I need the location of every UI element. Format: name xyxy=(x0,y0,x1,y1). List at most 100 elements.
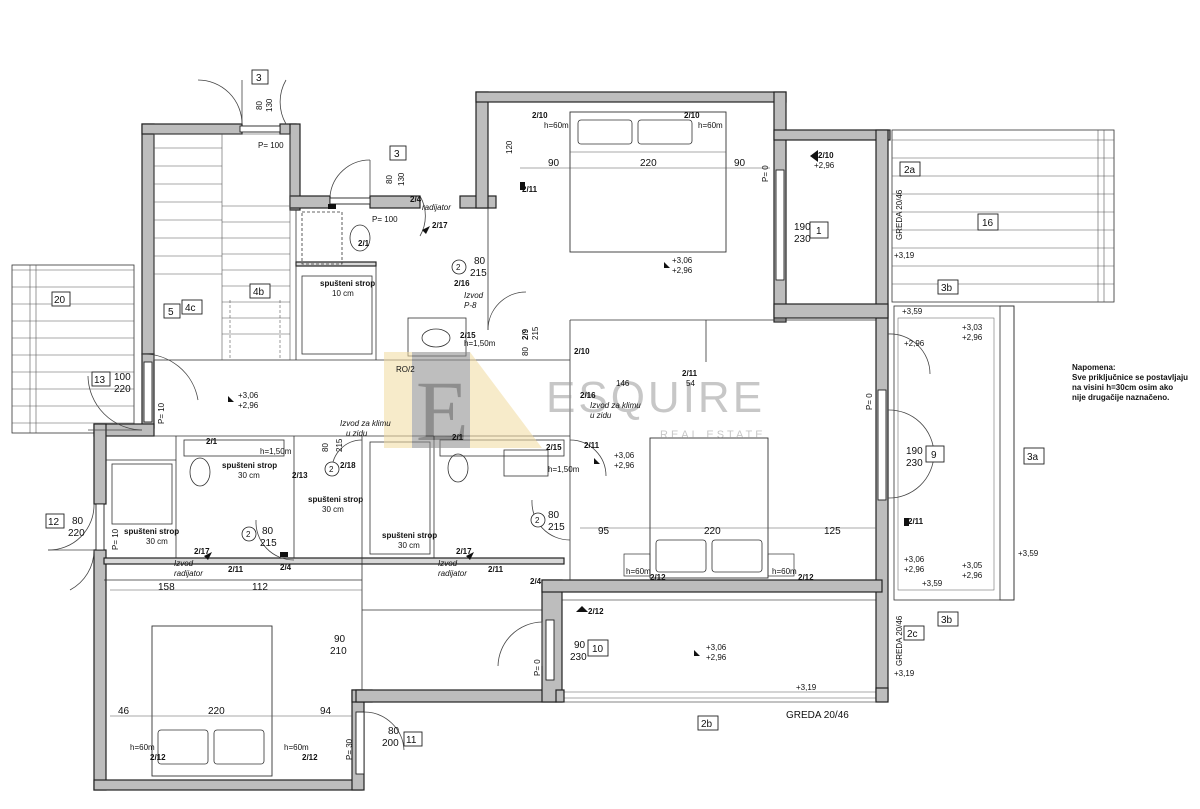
win3b-h: 130 xyxy=(397,172,406,186)
code-212a: 2/12 xyxy=(650,573,666,582)
dim-210: 210 xyxy=(330,646,347,657)
label-ro2: RO/2 xyxy=(396,365,415,374)
code-215a: 2/15 xyxy=(460,331,476,340)
plan-labels: P= 100 P= 100 P= 10 P= 10 P= 30 P= 0 P= … xyxy=(111,121,904,760)
win3a-h: 130 xyxy=(265,98,274,112)
room-tag-4c: 4c xyxy=(185,303,196,314)
dim-125: 125 xyxy=(824,526,841,537)
code-211d: 2/11 xyxy=(908,517,924,526)
room-tag-1: 1 xyxy=(816,226,822,237)
label-p10a: P= 10 xyxy=(157,402,166,424)
label-p0a: P= 0 xyxy=(533,659,542,676)
elev-3a-f: +3,59 xyxy=(922,579,943,588)
label-spust2: spušteni strop xyxy=(222,461,277,470)
terrace-left xyxy=(11,264,135,434)
elevation-marks: +3,06 +2,96 +3,06 +2,96 +3,06 +2,96 +3,0… xyxy=(238,161,1039,692)
elev-3a-d: +2,96 xyxy=(962,571,983,580)
label-spust3: spušteni strop xyxy=(308,495,363,504)
room-tag-11: 11 xyxy=(406,735,417,746)
label-spust1: spušteni strop xyxy=(320,279,375,288)
label-izvod4b: radijator xyxy=(174,569,203,578)
code-21a: 2/1 xyxy=(358,239,370,248)
room-tag-4b: 4b xyxy=(253,287,265,298)
label-izvod1: Izvod xyxy=(464,291,484,300)
code-217a: 2/17 xyxy=(432,221,448,230)
code-210c: 2/10 xyxy=(818,151,834,160)
door-tag-b: 2 xyxy=(329,465,334,474)
dim-120: 120 xyxy=(505,140,514,154)
label-izvod5b: radijator xyxy=(438,569,467,578)
dim-220c: 220 xyxy=(208,706,225,717)
room-tag-9: 9 xyxy=(931,450,937,461)
elev-bed3-1: +3,06 xyxy=(706,643,727,652)
elev-3a-e: +3,59 xyxy=(1018,549,1039,558)
label-p100a: P= 100 xyxy=(258,141,284,150)
label-p100b: P= 100 xyxy=(372,215,398,224)
note-line-3: nije drugačije naznačeno. xyxy=(1072,393,1169,402)
label-p0c: P= 0 xyxy=(865,393,874,410)
win1-w: 190 xyxy=(794,222,811,233)
room-tag-16: 16 xyxy=(982,218,994,229)
code-211a: 2/11 xyxy=(522,185,538,194)
bed-middle xyxy=(623,437,795,579)
code-210d: 2/10 xyxy=(574,347,590,356)
elev-2b: +3,19 xyxy=(796,683,817,692)
room-tag-20: 20 xyxy=(54,295,66,306)
win11-h: 200 xyxy=(382,738,399,749)
door5-w: 80 xyxy=(521,347,530,356)
dimension-lines xyxy=(110,167,876,717)
elev-3b-a: +3,59 xyxy=(902,307,923,316)
win9-h: 230 xyxy=(906,458,923,469)
win10-h: 230 xyxy=(570,652,587,663)
win1-h: 230 xyxy=(794,234,811,245)
door3-h: 215 xyxy=(548,522,565,533)
win13-w: 100 xyxy=(114,372,131,383)
label-h150a: h=1,50m xyxy=(464,339,496,348)
elev-3b-d: +2,96 xyxy=(904,339,925,348)
elev-bed2-1: +3,06 xyxy=(614,451,635,460)
code-210a: 2/10 xyxy=(532,111,548,120)
label-h60a: h=60m xyxy=(544,121,569,130)
code-216a: 2/16 xyxy=(454,279,470,288)
dim-220a: 220 xyxy=(640,158,657,169)
label-izvod5: Izvod xyxy=(438,559,458,568)
dimension-texts: 90 220 90 120 146 54 95 220 125 158 112 … xyxy=(68,98,923,749)
code-212e: 2/12 xyxy=(302,753,318,762)
door-tag-d: 2 xyxy=(535,516,540,525)
win11-w: 80 xyxy=(388,726,400,737)
elev-2c: +3,19 xyxy=(894,669,915,678)
bed-bottom xyxy=(151,625,273,777)
label-h60e: h=60m xyxy=(130,743,155,752)
room-tag-3b-top: 3b xyxy=(941,283,953,294)
win12-h: 220 xyxy=(68,528,85,539)
code-212b: 2/12 xyxy=(798,573,814,582)
code-216b: 2/16 xyxy=(580,391,596,400)
label-izvod4: Izvod xyxy=(174,559,194,568)
dim-112: 112 xyxy=(252,582,268,593)
elev-terrace: +3,19 xyxy=(894,251,915,260)
code-213: 2/13 xyxy=(292,471,308,480)
label-izvod1b: P-8 xyxy=(464,301,477,310)
note-line-1: Sve priključnice se postavljaju xyxy=(1072,373,1188,382)
windows xyxy=(95,125,887,775)
room-tag-3b: 3 xyxy=(394,149,400,160)
label-izvod2: Izvod za klimu xyxy=(340,419,391,428)
code-24a: 2/4 xyxy=(280,563,292,572)
label-h150b: h=1,50m xyxy=(260,447,292,456)
watermark-text: ESQUIRE xyxy=(546,373,765,422)
note-title: Napomena: xyxy=(1072,363,1116,372)
dim-146: 146 xyxy=(616,379,630,388)
elev-3a-b: +2,96 xyxy=(904,565,925,574)
dim-90c: 90 xyxy=(334,634,346,645)
room-tag-2b: 2b xyxy=(701,719,713,730)
label-spust5: spušteni strop xyxy=(124,527,179,536)
electrical-symbols xyxy=(204,150,909,656)
door1-h: 215 xyxy=(470,268,487,279)
code-24: 2/4 xyxy=(410,195,422,204)
win3a-w: 80 xyxy=(255,101,264,110)
label-p30: P= 30 xyxy=(345,738,354,760)
terrace-right xyxy=(891,129,1115,303)
interior-partitions xyxy=(104,208,876,690)
bed-top xyxy=(569,111,727,253)
code-24b: 2/4 xyxy=(530,577,542,586)
